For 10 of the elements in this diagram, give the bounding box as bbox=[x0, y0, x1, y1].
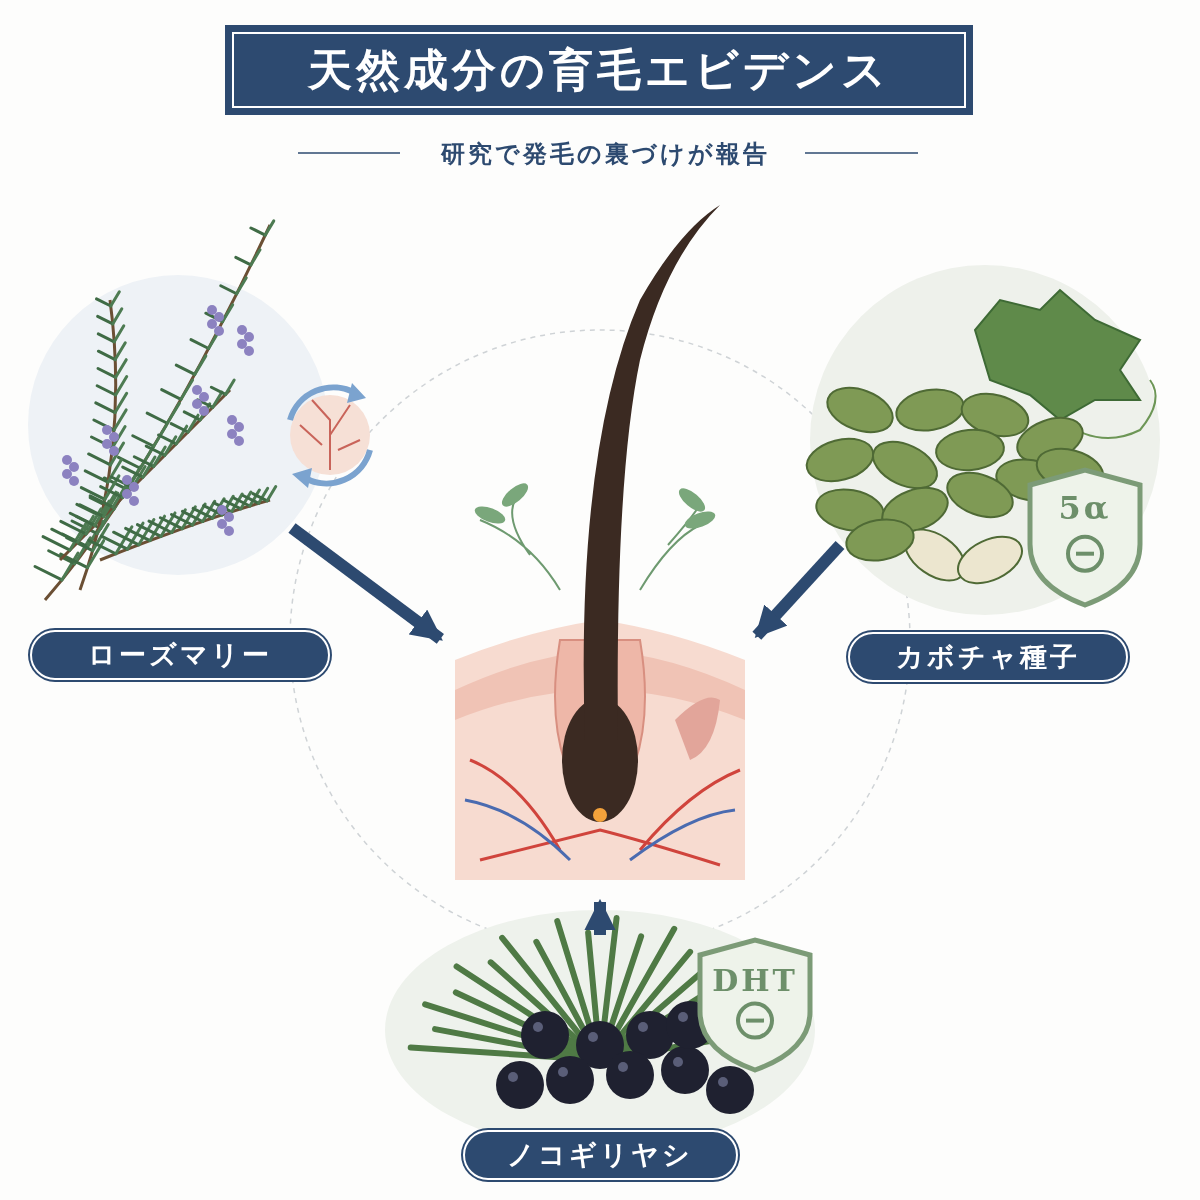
subtitle: 研究で発毛の裏づけが報告 bbox=[439, 138, 771, 170]
name-pill: ローズマリー bbox=[30, 630, 330, 680]
name-pill: カボチャ種子 bbox=[848, 632, 1128, 682]
shield-label: DHT bbox=[711, 961, 799, 1000]
name-pill: ノコギリヤシ bbox=[462, 1130, 738, 1180]
shield-label: 5α bbox=[1057, 488, 1113, 528]
title-banner: 天然成分の育毛エビデンス bbox=[225, 25, 973, 115]
arrow bbox=[288, 523, 444, 644]
arrow bbox=[752, 540, 845, 640]
arrow bbox=[584, 898, 616, 935]
